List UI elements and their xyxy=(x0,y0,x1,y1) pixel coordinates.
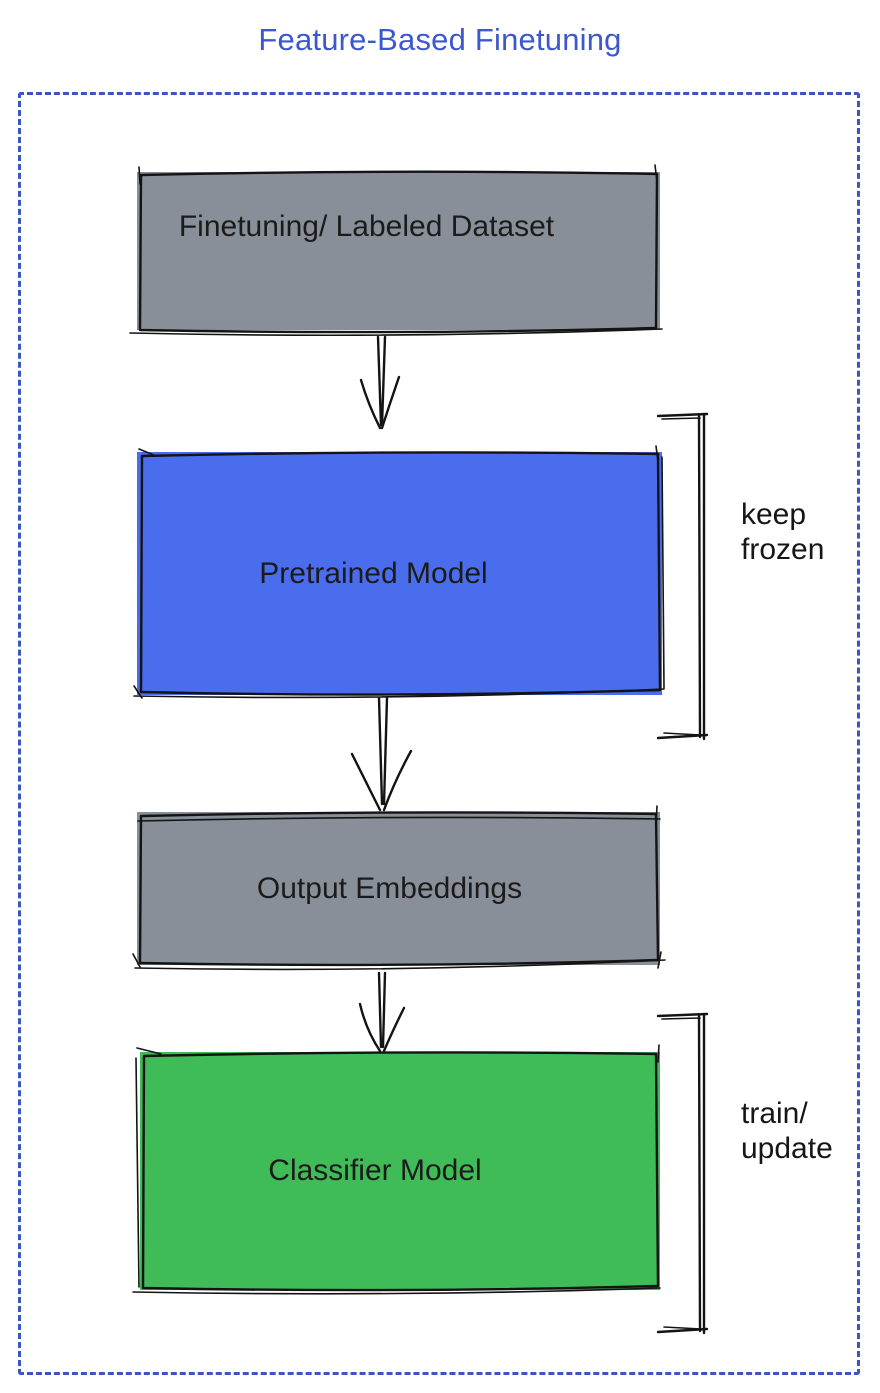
classifier-model-box: Classifier Model xyxy=(140,1052,660,1290)
classifier-model-box-label: Classifier Model xyxy=(268,1154,482,1187)
output-embeddings-box-label: Output Embeddings xyxy=(256,871,523,905)
train-update-label: train/ update xyxy=(741,1097,833,1165)
dataset-box: Finetuning/ Labeled Dataset xyxy=(137,172,660,330)
pretrained-model-box-label: Pretrained Model xyxy=(259,556,488,590)
pretrained-model-box: Pretrained Model xyxy=(137,452,662,695)
dataset-box-label: Finetuning/ Labeled Dataset xyxy=(178,210,555,243)
diagram-title: Feature-Based Finetuning xyxy=(258,22,622,57)
keep-frozen-label: keep frozen xyxy=(741,498,825,566)
output-embeddings-box: Output Embeddings xyxy=(137,812,660,965)
dashed-container-frame xyxy=(18,92,860,1375)
